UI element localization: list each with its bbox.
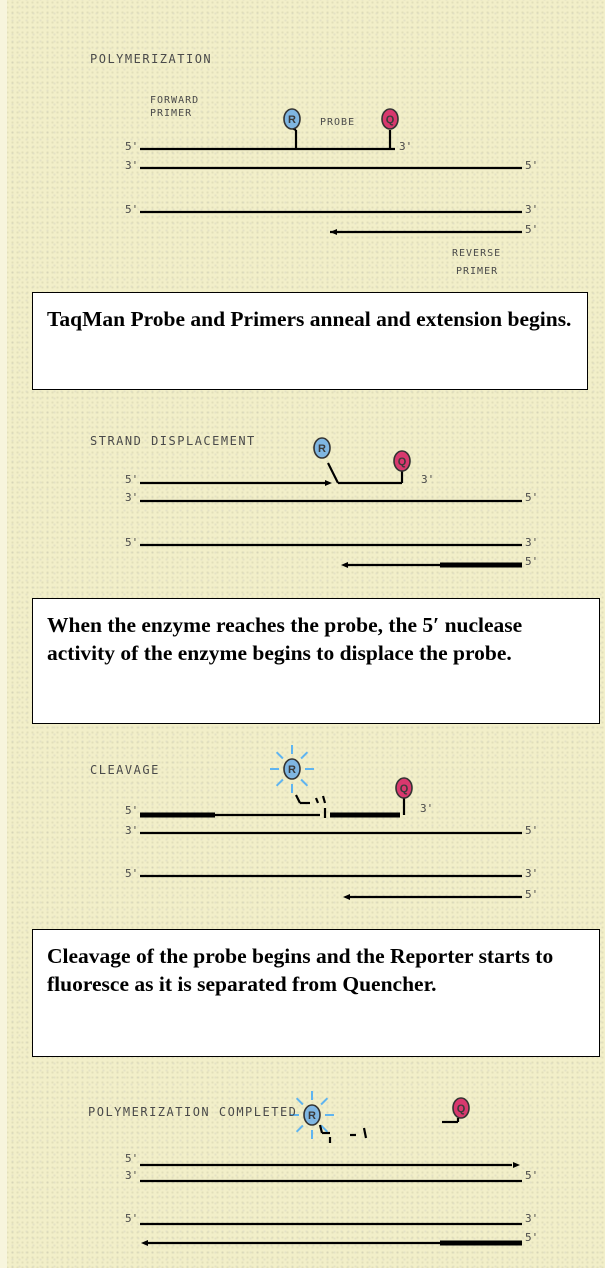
strand-end-label: 3' xyxy=(421,473,435,486)
glow-ray xyxy=(320,1097,329,1106)
panel-title-strand-displacement: STRAND DISPLACEMENT xyxy=(90,434,256,448)
strand-end-label: 5' xyxy=(525,491,539,504)
forward-primer-label: FORWARD xyxy=(150,95,200,106)
reporter-dye-letter: R xyxy=(288,114,296,126)
strand-end-label: 3' xyxy=(125,159,139,172)
quencher-dye xyxy=(395,777,413,799)
strand-end-label: 5' xyxy=(125,140,139,153)
cleaved-fragment xyxy=(295,794,301,804)
reverse-strand-arrow xyxy=(141,1240,148,1246)
reporter-dye xyxy=(313,437,331,459)
caption-box-2: When the enzyme reaches the probe, the 5… xyxy=(32,598,600,724)
strand-end-label: 5' xyxy=(525,223,539,236)
strand-end-label: 5' xyxy=(125,804,139,817)
strand-end-label: 3' xyxy=(525,867,539,880)
cleaved-fragment xyxy=(362,1127,368,1139)
reporter-dye xyxy=(283,108,301,130)
cleaved-fragment xyxy=(318,1124,324,1134)
panel-title-cleavage: CLEAVAGE xyxy=(90,763,160,777)
strand-end-label: 3' xyxy=(399,140,413,153)
strand-end-label: 5' xyxy=(125,867,139,880)
strand-end-label: 3' xyxy=(525,1212,539,1225)
strand-end-label: 5' xyxy=(525,555,539,568)
strand-end-label: 3' xyxy=(125,824,139,837)
extension-arrow xyxy=(325,480,332,486)
cleaved-fragment xyxy=(321,795,327,804)
strand-end-label: 5' xyxy=(525,159,539,172)
left-border xyxy=(0,0,7,1268)
reporter-dye-fluorescing xyxy=(283,758,301,780)
reverse-strand-arrow xyxy=(343,894,350,900)
reverse-primer-arrow xyxy=(330,229,337,235)
caption-box-3: Cleavage of the probe begins and the Rep… xyxy=(32,929,600,1057)
strand-end-label: 5' xyxy=(525,824,539,837)
reporter-dye-fluorescing-letter: R xyxy=(308,1110,316,1122)
quencher-dye-letter: Q xyxy=(400,783,409,795)
strand-end-label: 5' xyxy=(125,536,139,549)
glow-ray xyxy=(320,1124,329,1133)
reverse-primer-label-2: PRIMER xyxy=(456,266,499,277)
quencher-dye xyxy=(452,1097,470,1119)
quencher-dye-letter: Q xyxy=(398,456,407,468)
glow-ray xyxy=(295,1124,304,1133)
glow-ray xyxy=(295,1097,304,1106)
strand-end-label: 5' xyxy=(525,1231,539,1244)
quencher-dye xyxy=(393,450,411,472)
strand-end-label: 5' xyxy=(525,888,539,901)
glow-ray xyxy=(275,751,284,760)
displaced-probe-flap xyxy=(327,462,339,484)
strand-end-label: 5' xyxy=(125,473,139,486)
reporter-dye-fluorescing xyxy=(303,1104,321,1126)
reverse-strand-arrow xyxy=(341,562,348,568)
strand-end-label: 5' xyxy=(125,1212,139,1225)
glow-ray xyxy=(300,778,309,787)
completed-strand-arrow xyxy=(513,1162,520,1168)
caption-text: TaqMan Probe and Primers anneal and exte… xyxy=(47,307,572,331)
strand-end-label: 3' xyxy=(525,203,539,216)
strand-end-label: 5' xyxy=(525,1169,539,1182)
reporter-dye-letter: R xyxy=(318,443,326,455)
panel-title-polymerization-completed: POLYMERIZATION COMPLETED xyxy=(88,1105,298,1119)
quencher-dye xyxy=(381,108,399,130)
reporter-dye-fluorescing-letter: R xyxy=(288,764,296,776)
forward-primer-label-2: PRIMER xyxy=(150,108,193,119)
glow-ray xyxy=(275,778,284,787)
strand-end-label: 3' xyxy=(125,491,139,504)
glow-ray xyxy=(300,751,309,760)
caption-text: Cleavage of the probe begins and the Rep… xyxy=(47,944,554,996)
strand-end-label: 3' xyxy=(420,802,434,815)
quencher-dye-letter: Q xyxy=(386,114,395,126)
strand-end-label: 3' xyxy=(125,1169,139,1182)
caption-box-1: TaqMan Probe and Primers anneal and exte… xyxy=(32,292,588,390)
probe-label: PROBE xyxy=(320,117,356,128)
reverse-primer-label: REVERSE xyxy=(452,248,502,259)
strand-end-label: 3' xyxy=(525,536,539,549)
panel-title-polymerization: POLYMERIZATION xyxy=(90,52,213,66)
quencher-dye-letter: Q xyxy=(457,1103,466,1115)
strand-end-label: 5' xyxy=(125,1152,139,1165)
caption-text: When the enzyme reaches the probe, the 5… xyxy=(47,613,523,665)
cleaved-fragment xyxy=(314,797,320,804)
strand-end-label: 5' xyxy=(125,203,139,216)
